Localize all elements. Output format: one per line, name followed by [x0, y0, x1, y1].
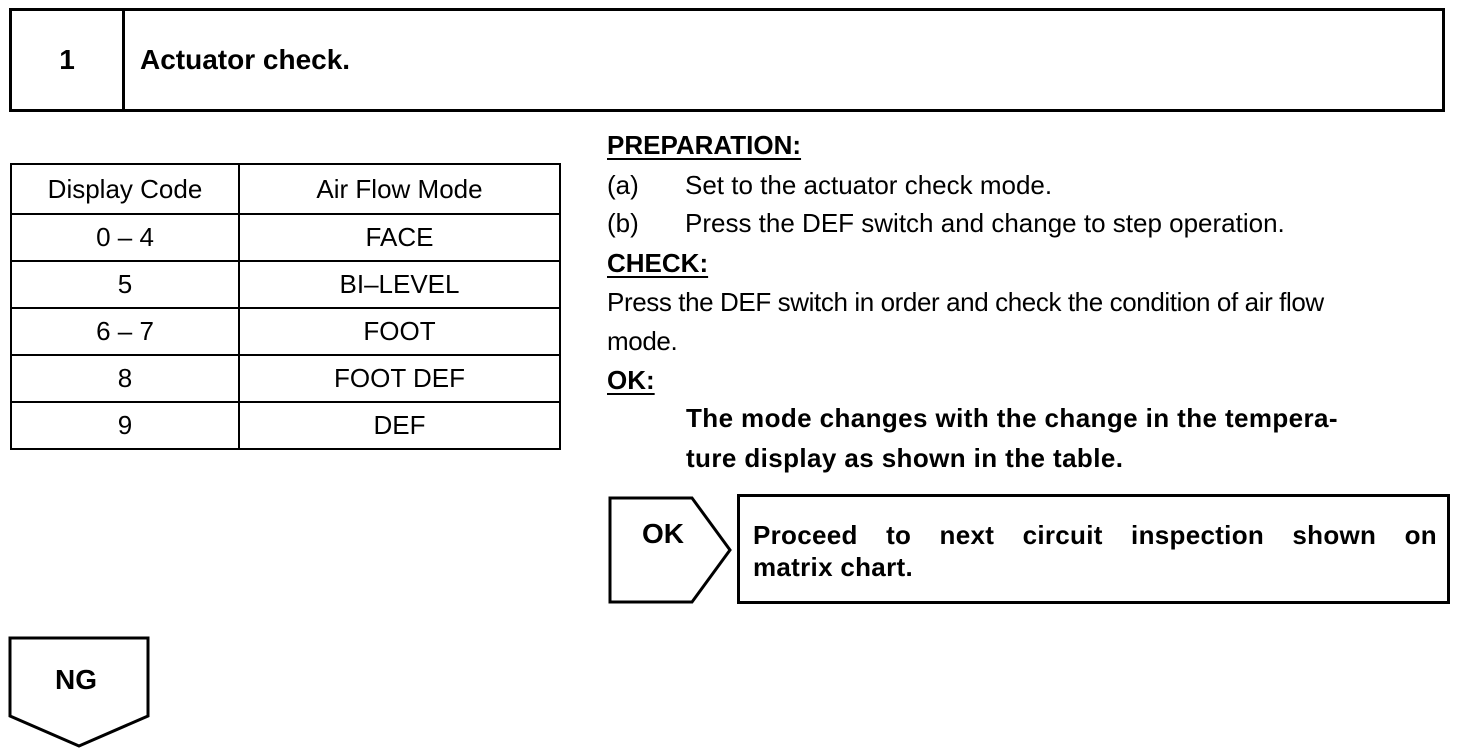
cell-air-flow-mode: FACE: [238, 213, 561, 262]
cell-display-code: 9: [10, 401, 240, 450]
table-row: 5 BI–LEVEL: [10, 260, 561, 309]
ng-arrow-box: [8, 636, 150, 748]
table-row: 8 FOOT DEF: [10, 354, 561, 403]
step-header: 1 Actuator check.: [9, 8, 1445, 112]
cell-air-flow-mode: BI–LEVEL: [238, 260, 561, 309]
ok-text-line-2: ture display as shown in the table.: [686, 443, 1124, 473]
header-air-flow-mode: Air Flow Mode: [238, 163, 561, 215]
table-row: 0 – 4 FACE: [10, 213, 561, 262]
air-flow-mode-table: Display Code Air Flow Mode 0 – 4 FACE 5 …: [10, 163, 561, 450]
cell-display-code: 0 – 4: [10, 213, 240, 262]
ok-heading: OK:: [607, 365, 655, 395]
step-divider: [122, 11, 125, 109]
table-row: 9 DEF: [10, 401, 561, 450]
step-label: (a): [607, 170, 639, 200]
cell-air-flow-mode: FOOT DEF: [238, 354, 561, 403]
proceed-line-2: matrix chart.: [753, 552, 913, 582]
step-label: (b): [607, 208, 639, 238]
ok-result-label: OK: [642, 518, 684, 549]
step-text: Press the DEF switch and change to step …: [685, 208, 1285, 238]
step-number: 1: [59, 44, 75, 75]
check-text-line-2: mode.: [607, 326, 678, 356]
table-row: 6 – 7 FOOT: [10, 307, 561, 356]
preparation-step-a: (a) Set to the actuator check mode.: [607, 170, 1467, 202]
cell-display-code: 6 – 7: [10, 307, 240, 356]
header-display-code: Display Code: [10, 163, 240, 215]
table-header-row: Display Code Air Flow Mode: [10, 163, 561, 215]
cell-display-code: 8: [10, 354, 240, 403]
ng-result-label: NG: [55, 664, 97, 695]
preparation-step-b: (b) Press the DEF switch and change to s…: [607, 208, 1467, 240]
check-text-line-1: Press the DEF switch in order and check …: [607, 287, 1324, 317]
preparation-heading: PREPARATION:: [607, 130, 802, 160]
cell-display-code: 5: [10, 260, 240, 309]
ok-arrow-box: [608, 496, 732, 604]
step-text: Set to the actuator check mode.: [685, 170, 1053, 200]
step-title: Actuator check.: [140, 44, 351, 75]
ok-text-line-1: The mode changes with the change in the …: [686, 403, 1338, 433]
cell-air-flow-mode: FOOT: [238, 307, 561, 356]
cell-air-flow-mode: DEF: [238, 401, 561, 450]
check-heading: CHECK:: [607, 248, 709, 278]
